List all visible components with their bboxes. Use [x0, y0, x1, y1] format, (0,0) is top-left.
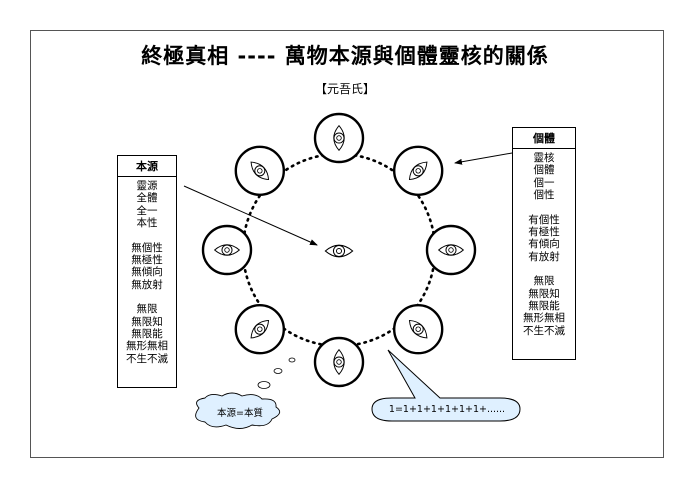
diagram-frame [30, 30, 664, 458]
list-item: 無限 [136, 303, 158, 316]
list-item: 不生不滅 [523, 324, 565, 337]
list-item: 無形無相 [126, 340, 168, 353]
list-item: 無限知 [131, 315, 163, 328]
individual-box: 個體 靈核個體個一個性有個性有極性有傾向有放射無限無限知無限能無形無相不生不滅 [512, 127, 576, 360]
list-gap [513, 263, 575, 275]
list-gap [513, 202, 575, 214]
eye-icon [392, 145, 444, 197]
list-gap [118, 230, 176, 242]
center-eye-icon [324, 244, 354, 258]
list-item: 個一 [533, 176, 555, 189]
list-item: 有放射 [528, 250, 560, 263]
eye-icon [313, 112, 365, 164]
eye-icon [392, 303, 444, 355]
list-item: 無限知 [528, 287, 560, 300]
list-item: 無傾向 [131, 266, 163, 279]
eye-icon [313, 336, 365, 388]
list-gap [118, 291, 176, 303]
speech-bubble-icon [371, 349, 521, 422]
eye-icon [234, 303, 286, 355]
list-item: 無限 [533, 275, 555, 288]
thought-cloud-icon [195, 357, 296, 429]
list-item: 個體 [533, 164, 555, 177]
list-item: 有極性 [528, 226, 560, 239]
eye-icon [201, 224, 253, 276]
list-item: 無形無相 [523, 312, 565, 325]
list-item: 無放射 [131, 278, 163, 291]
cloud-label: 本源=本質 [217, 408, 263, 419]
right-arrow-icon [454, 152, 513, 165]
individual-box-header: 個體 [513, 128, 575, 149]
source-box-list: 靈源全體全一本性無個性無極性無傾向無放射無限無限知無限能無形無相不生不滅 [118, 177, 176, 365]
list-item: 個性 [533, 189, 555, 202]
diagram-title: 終極真相 ---- 萬物本源與個體靈核的關係 [141, 44, 549, 68]
source-box-header: 本源 [118, 156, 176, 177]
list-item: 有個性 [528, 213, 560, 226]
list-item: 無限能 [528, 300, 560, 313]
author-label: 【元吾氏】 [314, 82, 375, 96]
list-item: 有傾向 [528, 238, 560, 251]
eye-icon [234, 145, 286, 197]
list-item: 無限能 [131, 328, 163, 341]
list-item: 無個性 [131, 241, 163, 254]
source-box: 本源 靈源全體全一本性無個性無極性無傾向無放射無限無限知無限能無形無相不生不滅 [117, 155, 177, 388]
individual-box-list: 靈核個體個一個性有個性有極性有傾向有放射無限無限知無限能無形無相不生不滅 [513, 149, 575, 337]
left-arrow-icon [183, 185, 318, 246]
list-item: 全一 [136, 204, 158, 217]
list-item: 不生不滅 [126, 352, 168, 365]
list-item: 無極性 [131, 254, 163, 267]
speech-label: 1=1+1+1+1+1+1+...... [388, 404, 506, 415]
eye-icon [425, 224, 477, 276]
list-item: 本性 [136, 217, 158, 230]
list-item: 靈核 [533, 152, 555, 164]
list-item: 靈源 [136, 180, 158, 192]
list-item: 全體 [136, 192, 158, 205]
